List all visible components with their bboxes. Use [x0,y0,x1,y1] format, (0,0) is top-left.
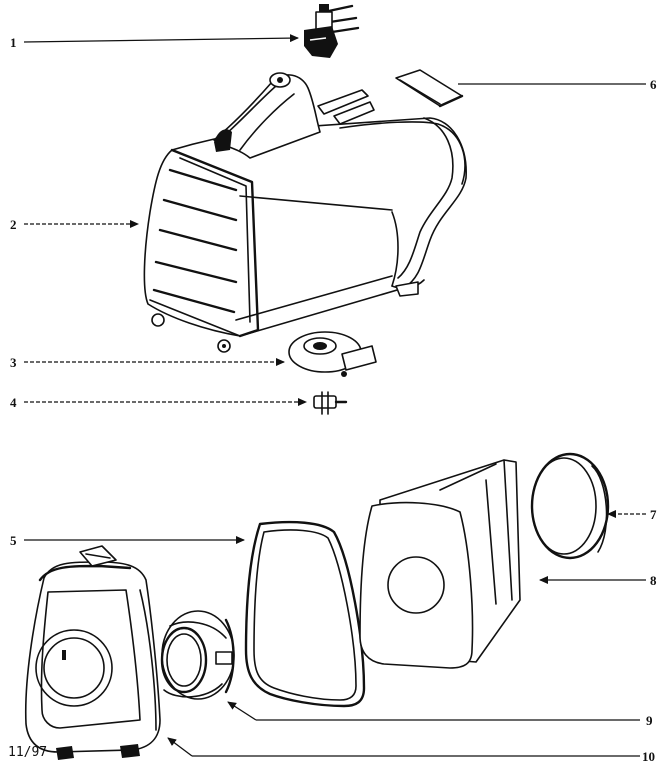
callout-10: 10 [642,749,655,764]
callout-6: 6 [650,77,657,92]
date-code: 11/97 [8,745,47,760]
leader-1 [23,34,299,43]
part-6-filter-pad[interactable] [395,69,464,108]
callout-7: 7 [650,507,657,522]
part-10-front-cover[interactable] [24,545,161,760]
part-4-axle-pin[interactable] [313,391,348,415]
callout-3: 3 [10,355,17,370]
callout-4: 4 [10,395,17,410]
part-5-gasket-ring[interactable] [244,520,366,708]
part-3-wheel-caster[interactable] [288,331,377,377]
callout-8: 8 [650,573,657,588]
part-9-bag-collar[interactable] [160,610,235,700]
leader-10-angle [167,737,193,757]
leader-9-angle [227,701,257,721]
leader-lines [23,34,646,757]
part-7-disc-filter[interactable] [530,452,610,560]
callout-2: 2 [10,217,17,232]
callout-5: 5 [10,533,17,548]
callout-9: 9 [646,713,653,728]
part-1-switch[interactable] [304,4,360,58]
part-2-body-housing[interactable] [143,72,467,353]
part-8-dust-bag[interactable] [359,459,521,669]
callout-numbers: 1 2 3 4 5 6 7 8 9 10 [10,35,657,764]
callout-1: 1 [10,35,17,50]
